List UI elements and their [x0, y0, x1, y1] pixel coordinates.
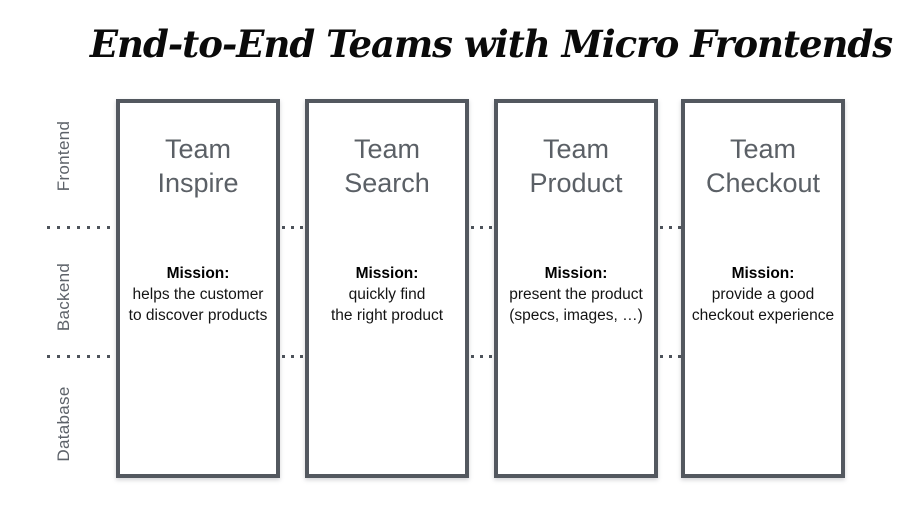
- layer-label-backend: Backend: [54, 262, 73, 332]
- dotted-separator-frontend-backend-gap3: [660, 226, 682, 229]
- mission-text-line1: quickly find: [348, 286, 426, 303]
- mission-label: Mission:: [731, 265, 795, 282]
- mission-text-line1: helps the customer: [132, 286, 264, 303]
- team-name-line2: Inspire: [157, 168, 239, 198]
- dotted-separator-backend-database-gap1: [282, 355, 304, 358]
- mission-block: Mission: quickly find the right product: [309, 263, 465, 326]
- dotted-separator-frontend-backend-gap2: [471, 226, 493, 229]
- mission-label: Mission:: [544, 265, 608, 282]
- title-text: End-to-End Teams with: [89, 22, 562, 66]
- team-name: Team Search: [309, 132, 465, 200]
- dotted-separator-frontend-backend-left: [47, 226, 115, 229]
- mission-text-line2: to discover products: [128, 307, 268, 324]
- mission-block: Mission: helps the customer to discover …: [120, 263, 276, 326]
- team-box-inspire: Team Inspire Mission: helps the customer…: [116, 99, 280, 478]
- mission-label: Mission:: [166, 265, 230, 282]
- team-box-search: Team Search Mission: quickly find the ri…: [305, 99, 469, 478]
- team-box-checkout: Team Checkout Mission: provide a good ch…: [681, 99, 845, 478]
- team-name-line1: Team: [542, 134, 610, 164]
- team-name: Team Inspire: [120, 132, 276, 200]
- team-name-line1: Team: [164, 134, 232, 164]
- dotted-separator-backend-database-gap2: [471, 355, 493, 358]
- mission-text-line1: provide a good: [711, 286, 815, 303]
- team-name-line1: Team: [729, 134, 797, 164]
- mission-text-line2: (specs, images, …): [509, 307, 643, 324]
- team-name: Team Product: [498, 132, 654, 200]
- dotted-separator-backend-database-left: [47, 355, 115, 358]
- mission-block: Mission: provide a good checkout experie…: [685, 263, 841, 326]
- team-name-line2: Search: [344, 168, 430, 198]
- team-name-line2: Product: [529, 168, 623, 198]
- mission-text-line2: checkout experience: [691, 307, 835, 324]
- team-name-line1: Team: [353, 134, 421, 164]
- mission-text-line2: the right product: [330, 307, 443, 324]
- mission-block: Mission: present the product (specs, ima…: [498, 263, 654, 326]
- team-name-line2: Checkout: [705, 168, 821, 198]
- title-emphasis: Micro Frontends: [561, 22, 894, 66]
- dotted-separator-backend-database-gap3: [660, 355, 682, 358]
- team-name: Team Checkout: [685, 132, 841, 200]
- layer-label-database: Database: [54, 386, 73, 462]
- mission-text-line1: present the product: [509, 286, 643, 303]
- mission-label: Mission:: [355, 265, 419, 282]
- dotted-separator-frontend-backend-gap1: [282, 226, 304, 229]
- layer-label-frontend: Frontend: [54, 120, 73, 192]
- team-box-product: Team Product Mission: present the produc…: [494, 99, 658, 478]
- diagram-title: End-to-End Teams with Micro Frontends: [0, 22, 920, 66]
